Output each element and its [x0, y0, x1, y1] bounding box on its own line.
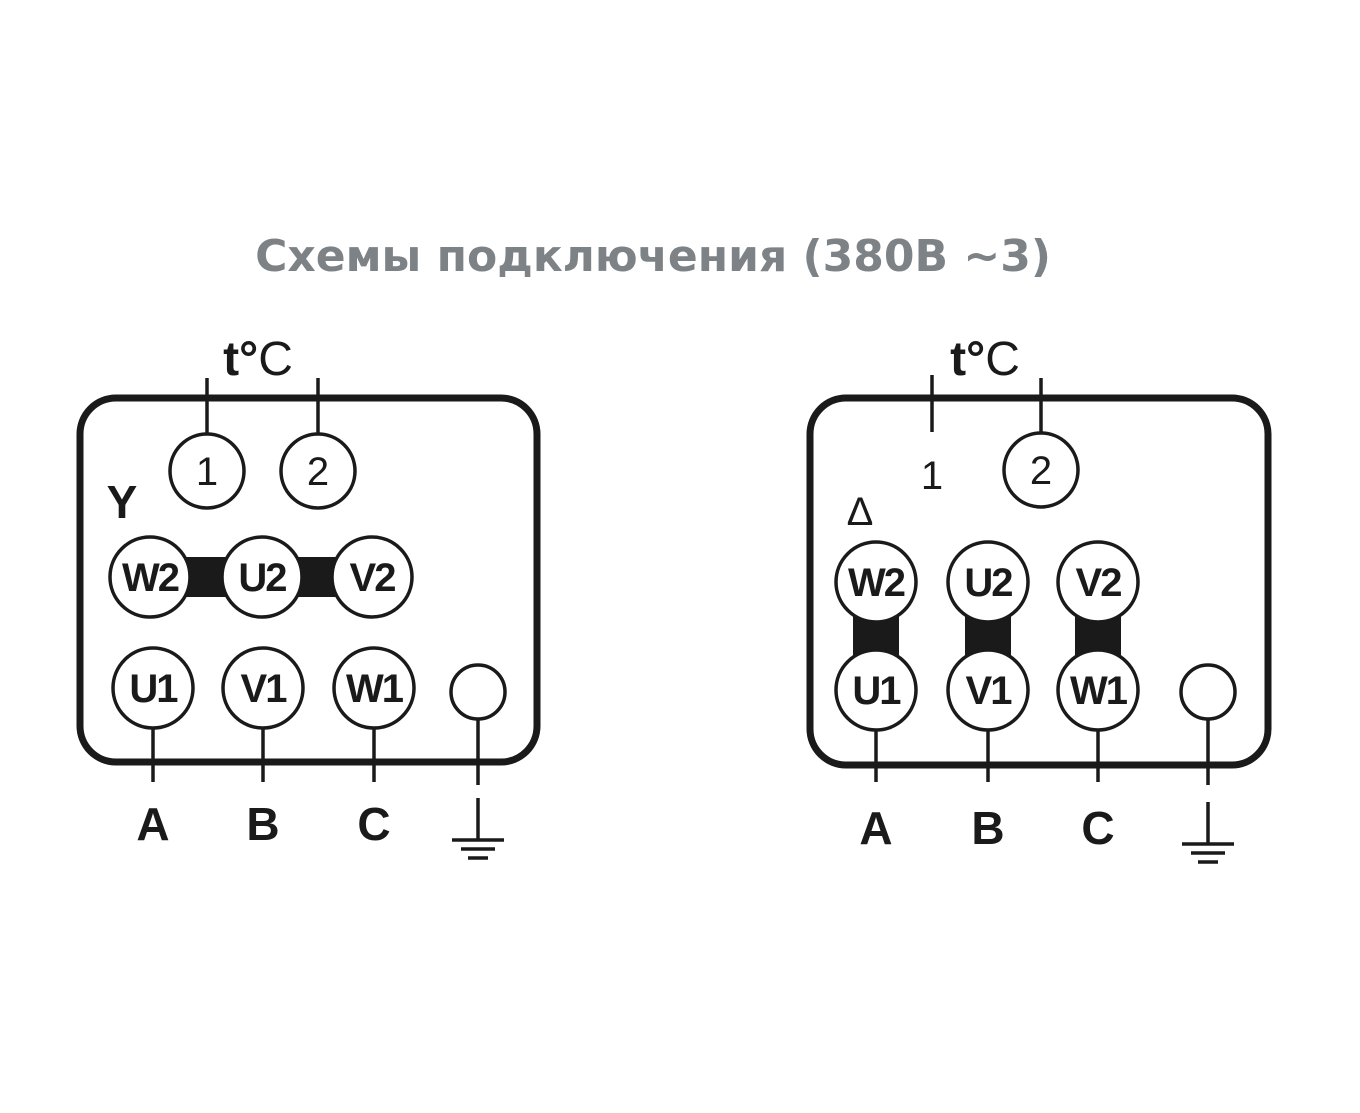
star-symbol: Y	[107, 476, 138, 528]
terminal-label: W1	[1070, 669, 1128, 713]
terminal-label: W1	[346, 667, 404, 711]
thermo-contact-2	[279, 432, 357, 510]
terminal-w1	[332, 646, 416, 730]
thermo-contact-2-label: 2	[1030, 449, 1052, 493]
terminal-u2	[220, 535, 304, 619]
thermo-label: t°C	[223, 333, 293, 386]
phase-label: C	[357, 798, 390, 850]
terminal-v1	[946, 648, 1030, 732]
terminal-v2	[330, 535, 414, 619]
thermo-contact-1-label: 1	[921, 454, 943, 498]
terminal-label: U1	[852, 669, 901, 713]
terminal-v2	[1056, 540, 1140, 624]
phase-label: B	[246, 798, 279, 850]
terminal-w2	[108, 535, 192, 619]
thermo-contact-1-label: 1	[196, 450, 218, 494]
diagram-title: Схемы подключения (380В ~3)	[255, 231, 1051, 282]
thermo-label-c: C	[985, 333, 1020, 386]
terminal-w2	[834, 540, 918, 624]
terminal-label: V2	[1076, 561, 1122, 605]
terminal-label: U2	[964, 561, 1012, 605]
terminal-label: W2	[122, 556, 179, 600]
terminal-w1	[1056, 648, 1140, 732]
ground-icon	[1182, 802, 1234, 864]
thermo-label-t: t°	[223, 333, 258, 386]
ground-icon	[452, 798, 504, 860]
thermo-label-c: C	[258, 333, 293, 386]
terminal-box	[76, 394, 541, 766]
terminal-u1	[834, 648, 918, 732]
thermo-contact-1	[168, 432, 246, 510]
terminal-u2	[946, 540, 1030, 624]
terminal-label: V2	[350, 556, 396, 600]
thermo-label-t: t°	[950, 333, 985, 386]
ground-terminal	[1179, 663, 1237, 721]
thermo-label: t°C	[950, 333, 1020, 386]
thermo-contact-2	[1002, 431, 1080, 509]
phase-label: C	[1081, 802, 1114, 854]
terminal-label: V1	[966, 669, 1013, 713]
terminal-u1	[111, 646, 195, 730]
terminal-label: U1	[129, 667, 178, 711]
phase-label: B	[971, 802, 1004, 854]
phase-label: A	[136, 798, 169, 850]
thermo-contact-2-label: 2	[307, 450, 329, 494]
ground-terminal	[449, 663, 507, 721]
terminal-label: V1	[241, 667, 288, 711]
terminal-label: U2	[238, 556, 286, 600]
delta-symbol: Δ	[847, 490, 874, 534]
terminal-box	[806, 394, 1272, 769]
terminal-v1	[221, 646, 305, 730]
phase-label: A	[859, 802, 892, 854]
terminal-label: W2	[848, 561, 905, 605]
